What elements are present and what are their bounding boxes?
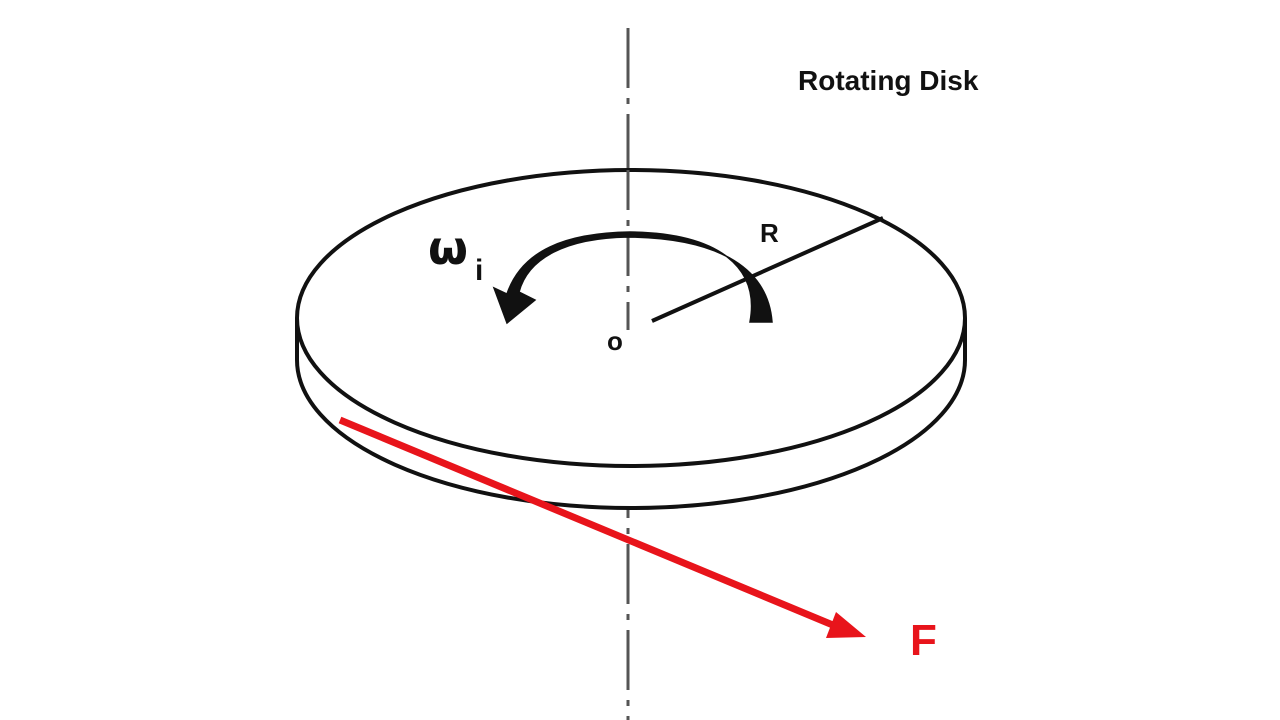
force-label: F — [910, 616, 937, 665]
rotation-arrow — [492, 231, 773, 325]
center-label: o — [607, 326, 623, 356]
diagram-title: Rotating Disk — [798, 65, 979, 96]
radius-label: R — [760, 218, 779, 248]
angular-velocity-subscript: i — [475, 254, 483, 287]
force-arrowhead — [826, 612, 866, 638]
disk-top-face — [295, 168, 967, 468]
angular-velocity-symbol: ω — [428, 221, 468, 275]
radius-line — [651, 216, 884, 323]
force-vector — [338, 416, 842, 632]
